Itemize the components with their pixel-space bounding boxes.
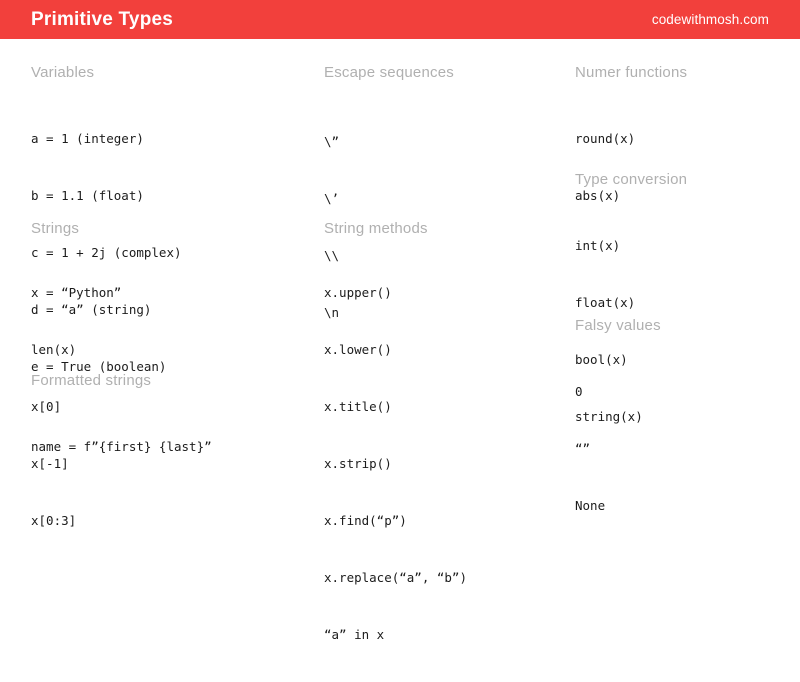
code-line: len(x) xyxy=(31,342,77,357)
code-list-string-methods: x.upper() x.lower() x.title() x.strip() … xyxy=(324,245,467,682)
section-title-escape-sequences: Escape sequences xyxy=(324,64,454,81)
code-line: x.find(“p”) xyxy=(324,513,407,528)
section-type-conversion: Type conversion int(x) float(x) bool(x) … xyxy=(575,172,687,464)
section-variables: Variables a = 1 (integer) b = 1.1 (float… xyxy=(31,65,182,414)
page-title: Primitive Types xyxy=(31,9,174,30)
code-line: d = “a” (string) xyxy=(31,302,152,317)
code-list-numer-functions: round(x) abs(x) xyxy=(575,91,687,243)
code-line: b = 1.1 (float) xyxy=(31,188,144,203)
code-line: x[0] xyxy=(31,399,62,414)
code-line: x = “Python” xyxy=(31,285,122,300)
code-line: 0 xyxy=(575,384,583,399)
code-line: bool(x) xyxy=(575,352,628,367)
code-line: round(x) xyxy=(575,131,636,146)
code-line: x[0:3] xyxy=(31,513,77,528)
section-formatted-strings: Formatted strings name = f”{first} {last… xyxy=(31,373,212,494)
code-list-escape-sequences: \” \’ \\ \n xyxy=(324,94,454,360)
code-line: \” xyxy=(324,134,340,149)
code-line: \\ xyxy=(324,248,340,263)
code-line: abs(x) xyxy=(575,188,621,203)
code-line: x.strip() xyxy=(324,456,392,471)
code-line: x.title() xyxy=(324,399,392,414)
code-line: int(x) xyxy=(575,238,621,253)
code-line: e = True (boolean) xyxy=(31,359,167,374)
header-bar: Primitive Types codewithmosh.com xyxy=(0,0,800,39)
code-line: x.replace(“a”, “b”) xyxy=(324,570,467,585)
cheatsheet-content: Variables a = 1 (integer) b = 1.1 (float… xyxy=(0,39,800,642)
code-line: string(x) xyxy=(575,409,643,424)
section-falsy-values: Falsy values 0 “” None xyxy=(575,318,661,553)
section-title-variables: Variables xyxy=(31,64,95,81)
section-string-methods: String methods x.upper() x.lower() x.tit… xyxy=(324,221,467,682)
code-line: a = 1 (integer) xyxy=(31,131,144,146)
code-line: c = 1 + 2j (complex) xyxy=(31,245,182,260)
code-line: x.upper() xyxy=(324,285,392,300)
code-line: x.lower() xyxy=(324,342,392,357)
code-line: \n xyxy=(324,305,340,320)
section-title-formatted-strings: Formatted strings xyxy=(31,372,152,389)
code-line: None xyxy=(575,498,606,513)
section-title-numer-functions: Numer functions xyxy=(575,64,688,81)
code-line: float(x) xyxy=(575,295,636,310)
code-line: \’ xyxy=(324,191,340,206)
code-line: “” xyxy=(575,441,591,456)
code-list-variables: a = 1 (integer) b = 1.1 (float) c = 1 + … xyxy=(31,91,182,414)
code-list-type-conversion: int(x) float(x) bool(x) string(x) xyxy=(575,198,687,464)
section-title-strings: Strings xyxy=(31,220,80,237)
code-line: “a” in x xyxy=(324,627,385,642)
code-line: name = f”{first} {last}” xyxy=(31,439,212,454)
code-list-falsy-values: 0 “” None xyxy=(575,344,661,553)
brand-link[interactable]: codewithmosh.com xyxy=(651,11,769,27)
section-numer-functions: Numer functions round(x) abs(x) xyxy=(575,65,687,243)
section-title-falsy-values: Falsy values xyxy=(575,317,661,334)
code-list-formatted-strings: name = f”{first} {last}” xyxy=(31,399,212,494)
section-title-type-conversion: Type conversion xyxy=(575,171,688,188)
section-title-string-methods: String methods xyxy=(324,220,428,237)
section-escape-sequences: Escape sequences \” \’ \\ \n xyxy=(324,65,454,360)
